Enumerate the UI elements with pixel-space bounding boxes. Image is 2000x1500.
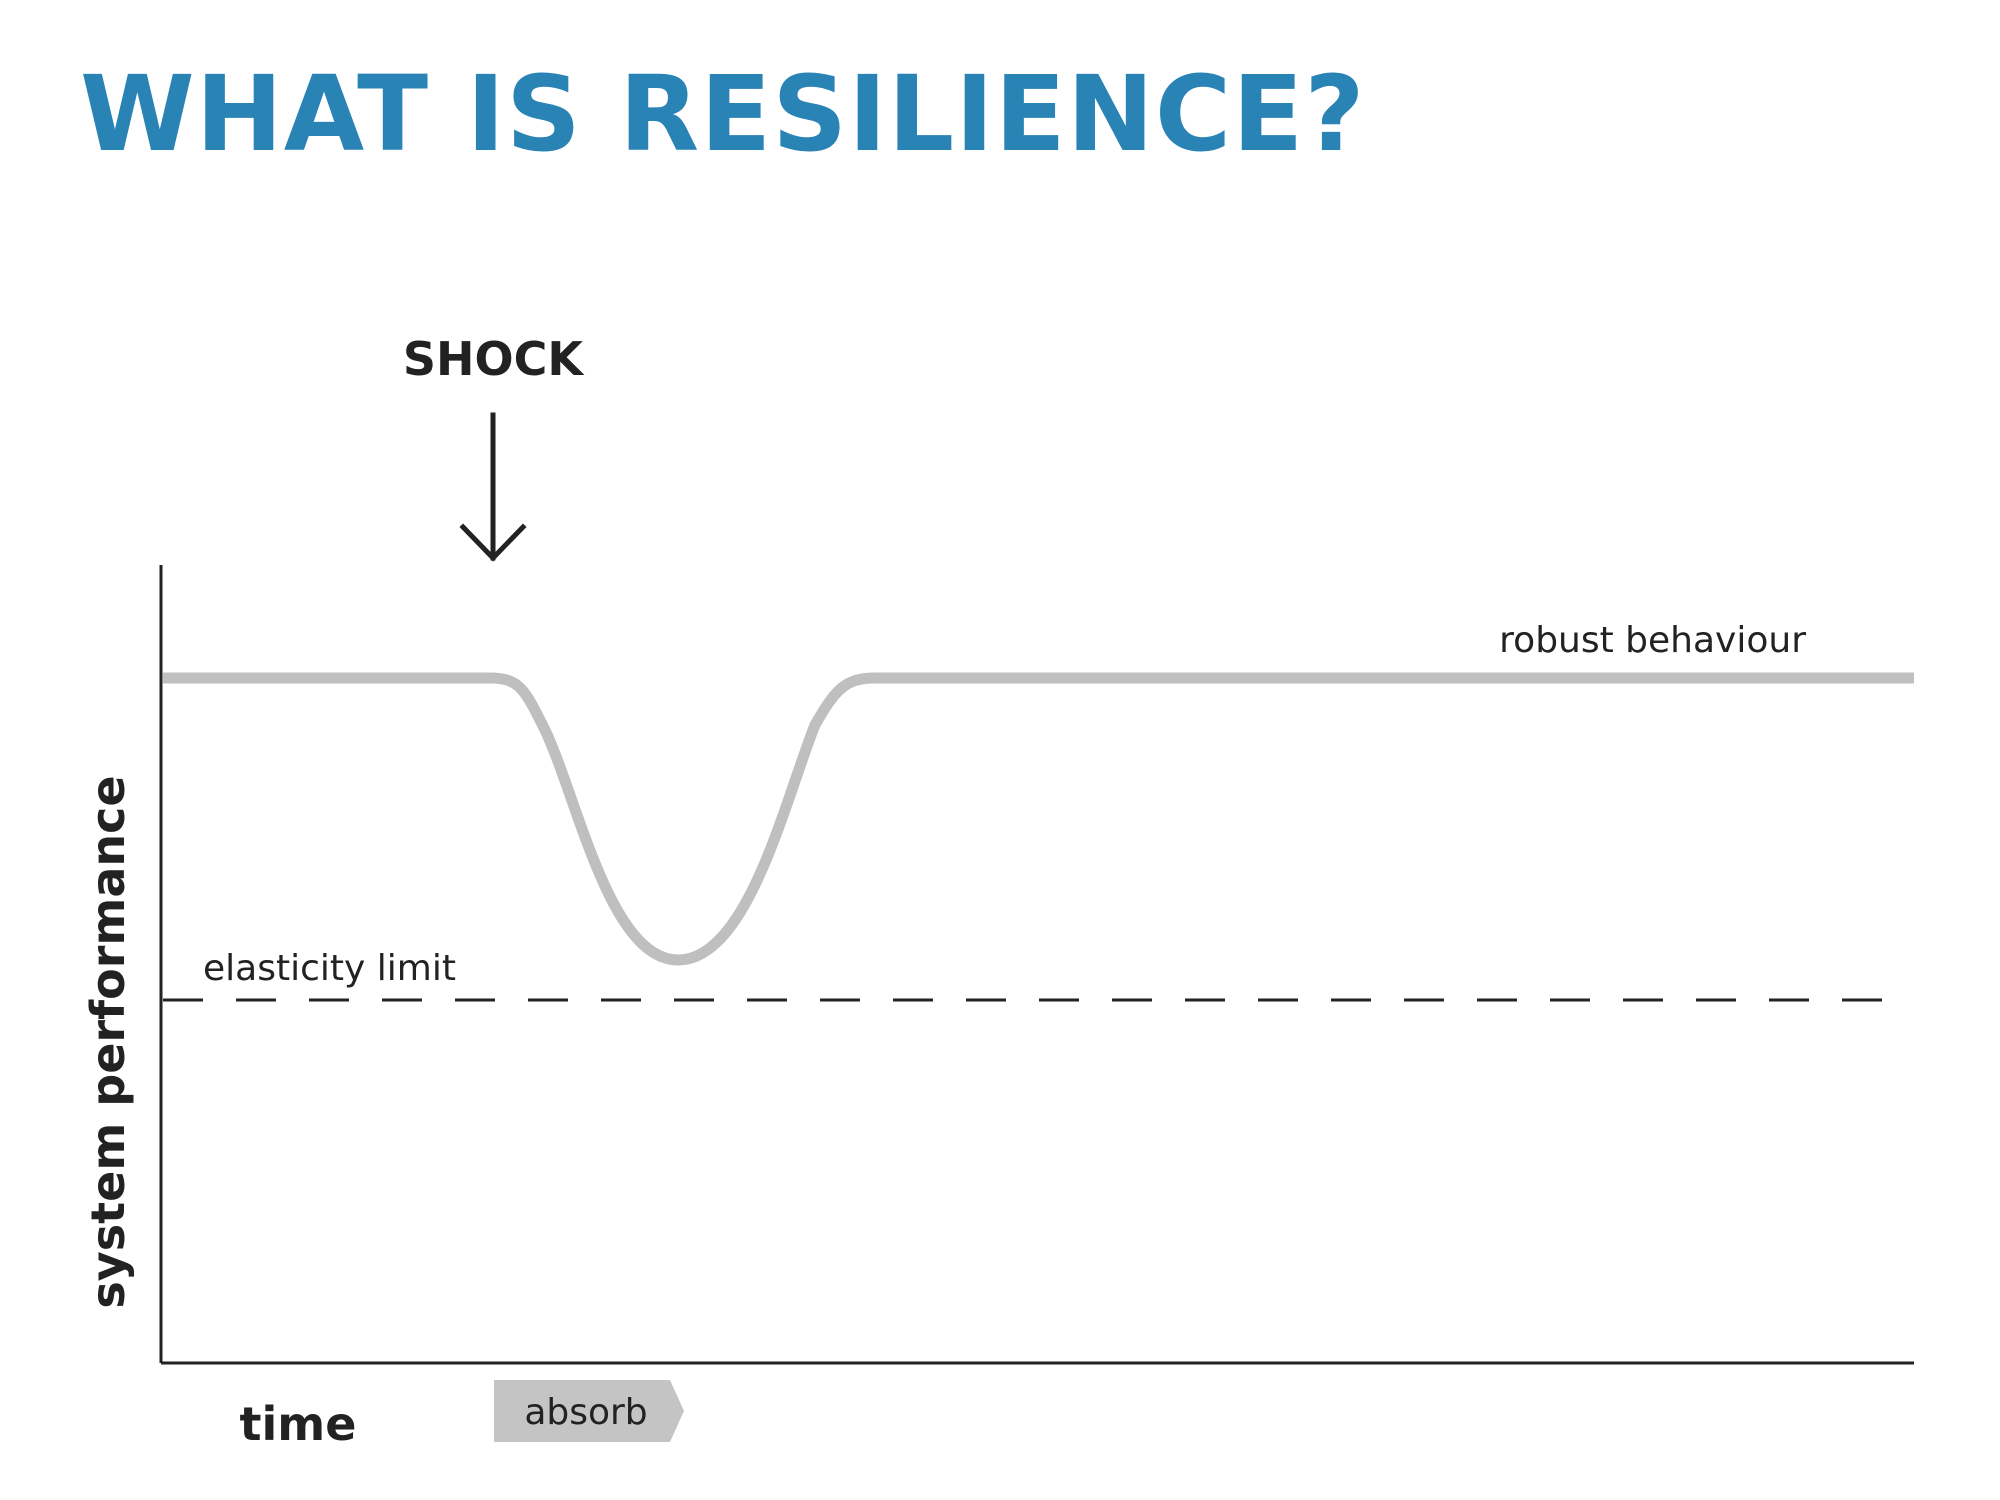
performance-curve — [163, 672, 1914, 966]
shock-label: SHOCK — [403, 332, 585, 386]
x-axis-label: time — [240, 1397, 357, 1451]
page-title: WHAT IS RESILIENCE? — [80, 53, 1366, 175]
shock-arrow-icon — [459, 412, 527, 562]
absorb-phase-arrow-shape — [494, 1380, 684, 1442]
robust-behaviour-label: robust behaviour — [1499, 620, 1806, 661]
elasticity-limit-label: elasticity limit — [203, 948, 456, 989]
absorb-phase-tag: absorb — [494, 1380, 684, 1442]
y-axis-label: system performance — [81, 775, 135, 1308]
absorb-phase-label: absorb — [524, 1392, 647, 1433]
